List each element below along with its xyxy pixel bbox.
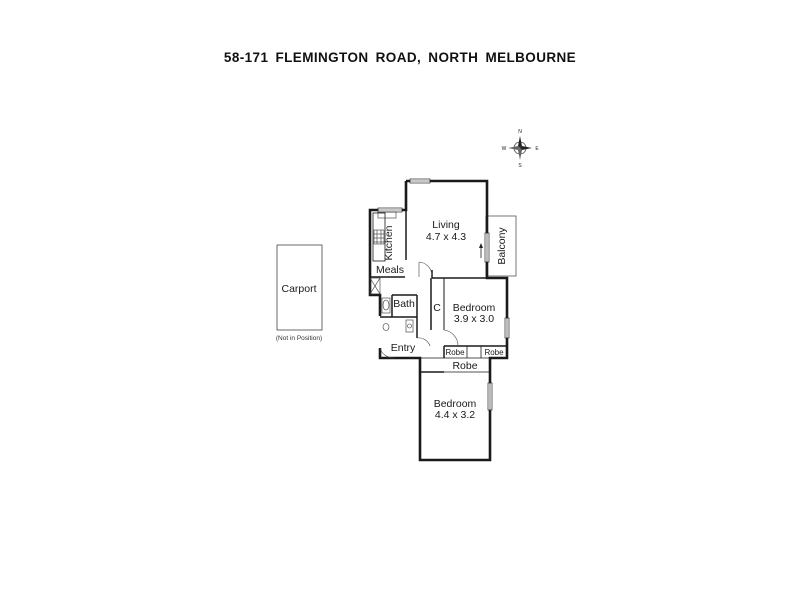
bedroom2-size: 4.4 x 3.2 [435,409,475,421]
balcony-label: Balcony [496,227,508,265]
windows [377,178,510,411]
compass-w: W [502,146,507,152]
living-label: Living [432,219,460,231]
compass-icon: N S E W [502,129,540,169]
bedroom2-label: Bedroom [434,398,477,410]
kitchen-fixtures [373,211,397,245]
carport-note: (Not in Position) [276,335,322,342]
door-swings [379,261,459,359]
living-size: 4.7 x 4.3 [426,231,466,243]
bath-fixtures [381,297,414,333]
robe-right-label: Robe [484,348,504,357]
outer-walls [368,179,509,462]
carport-outline [276,244,323,331]
compass-n: N [518,129,522,135]
laundry-icon [369,277,381,295]
toilet-icon [382,323,390,331]
kitchen-label: Kitchen [383,225,395,260]
robe-lower-label: Robe [452,360,477,372]
page-title: 58-171 FLEMINGTON ROAD, NORTH MELBOURNE [223,50,577,65]
robe-left-label: Robe [445,348,465,357]
compass-e: E [535,146,539,152]
carport-label: Carport [281,283,316,295]
bedroom1-label: Bedroom [453,302,496,314]
entry-label: Entry [391,342,416,354]
bath-label: Bath [393,298,415,310]
compass-s: S [518,163,522,169]
bedroom1-size: 3.9 x 3.0 [454,313,494,325]
cupboard-label: C [433,302,441,314]
interior-walls [370,210,507,373]
meals-label: Meals [376,264,404,276]
door-arrow-icon [479,243,483,258]
